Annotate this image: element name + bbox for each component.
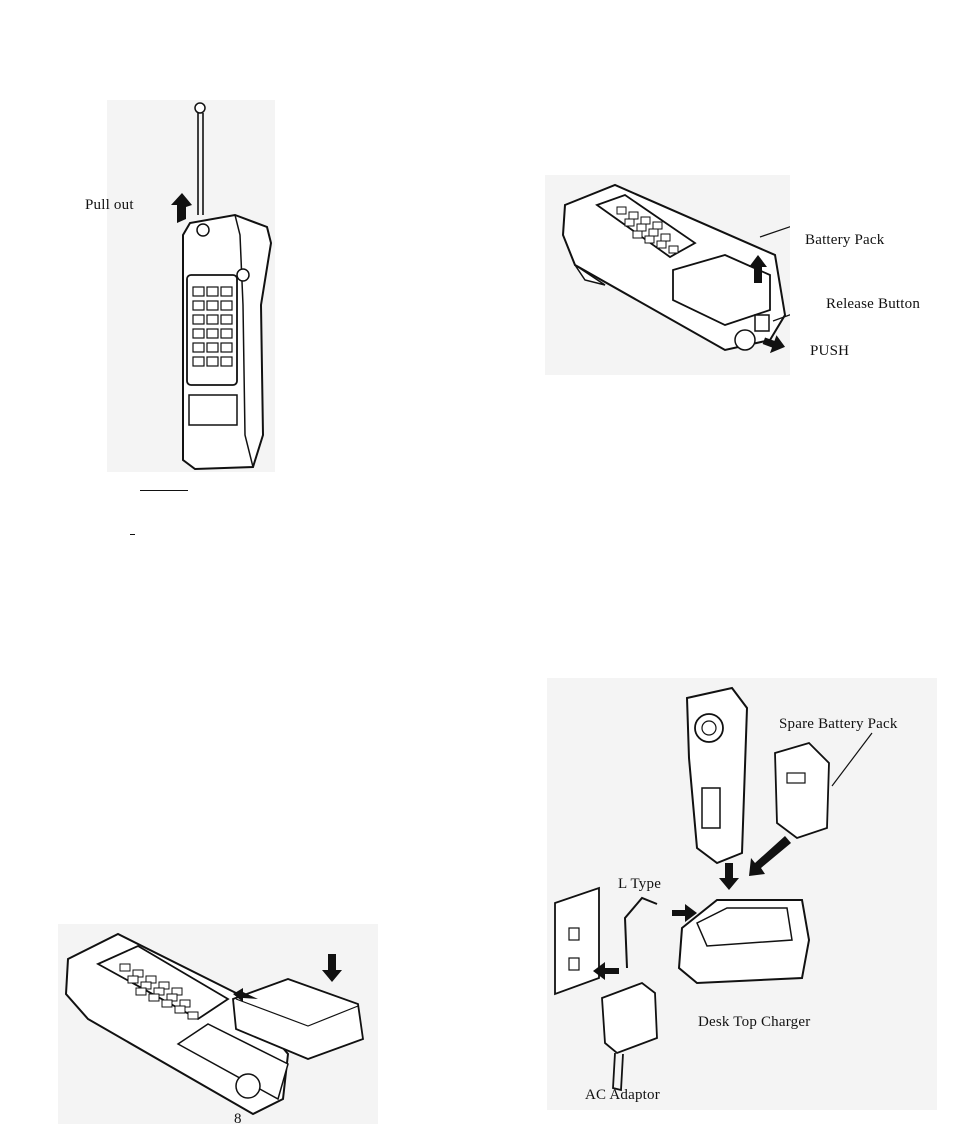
label-battery-pack: Battery Pack [805,232,884,249]
label-ac-adaptor: AC Adaptor [585,1087,660,1104]
figure-charger [547,678,937,1110]
label-release-button: Release Button [826,296,920,313]
figure-battery-release [545,175,790,375]
handset-upright-drawing [95,95,285,475]
short-rule [140,490,188,491]
dash-mark [130,534,135,535]
handset-battery-insert-drawing [58,924,378,1124]
label-desk-top-charger: Desk Top Charger [698,1014,810,1031]
label-pull-out: Pull out [85,197,134,214]
figure-battery-insert [58,924,378,1124]
figure-antenna [95,95,285,475]
handset-battery-release-drawing [545,175,790,375]
page-number: 8 [234,1111,242,1128]
label-push: PUSH [810,343,849,360]
label-l-type: L Type [618,876,661,893]
charger-set-drawing [547,678,937,1110]
label-spare-battery-pack: Spare Battery Pack [779,716,898,733]
